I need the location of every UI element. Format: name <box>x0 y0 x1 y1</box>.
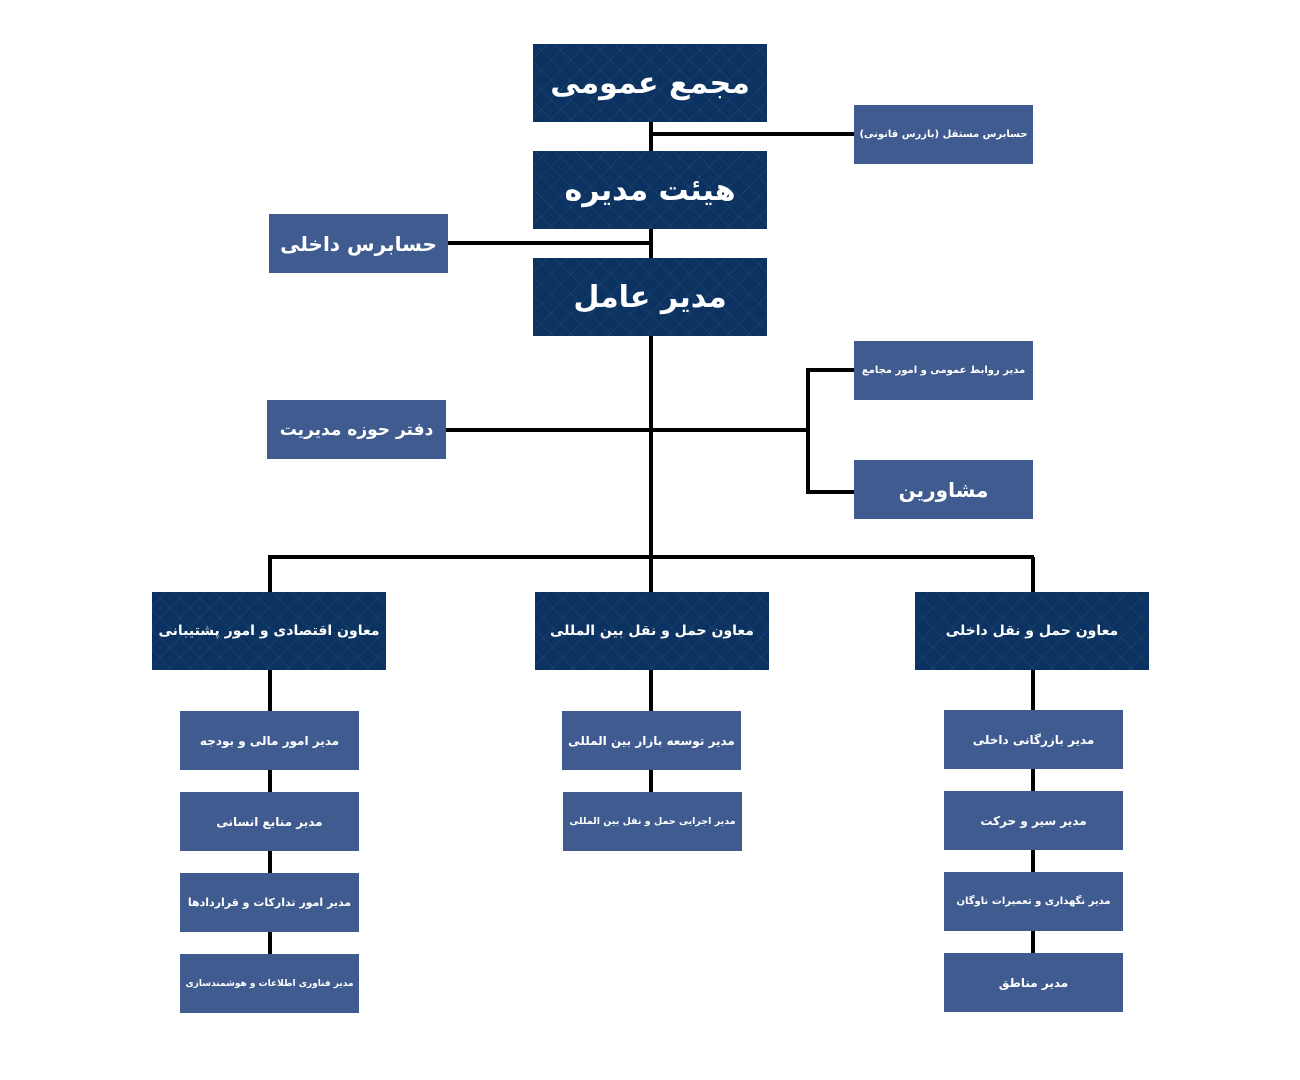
international-unit-box: مدیر اجرایی حمل و نقل بین المللی <box>563 792 742 851</box>
deputy-international-box: معاون حمل و نقل بین المللی <box>535 592 769 670</box>
ceo-label: مدیر عامل <box>573 279 727 315</box>
board-label: هیئت مدیره <box>564 172 736 208</box>
advisors-box: مشاورین <box>854 460 1033 519</box>
advisors-label: مشاورین <box>898 477 989 502</box>
economic-unit-box: مدیر امور تدارکات و قراردادها <box>180 873 359 932</box>
international-unit-label: مدیر اجرایی حمل و نقل بین المللی <box>569 816 736 827</box>
domestic-unit-box: مدیر سیر و حرکت <box>944 791 1123 850</box>
deputy-economic-label: معاون اقتصادی و امور پشتیبانی <box>158 623 380 639</box>
internal-auditor-label: حسابرس داخلی <box>280 231 437 256</box>
economic-unit-label: مدیر فناوری اطلاعات و هوشمندسازی <box>185 978 354 989</box>
independent-auditor-label: حسابرس مستقل (بازرس قانونی) <box>859 129 1028 140</box>
domestic-unit-box: مدیر بازرگانی داخلی <box>944 710 1123 769</box>
board-box: هیئت مدیره <box>533 151 767 229</box>
economic-unit-box: مدیر امور مالی و بودجه <box>180 711 359 770</box>
domestic-unit-label: مدیر نگهداری و تعمیرات ناوگان <box>956 896 1111 907</box>
domestic-unit-label: مدیر بازرگانی داخلی <box>972 732 1095 747</box>
economic-unit-label: مدیر امور تدارکات و قراردادها <box>187 896 352 909</box>
deputy-international-label: معاون حمل و نقل بین المللی <box>550 623 754 639</box>
international-unit-box: مدیر توسعه بازار بین المللی <box>562 711 741 770</box>
economic-unit-box: مدیر منابع انسانی <box>180 792 359 851</box>
connector-pr-advisors <box>806 368 854 494</box>
general-assembly-box: مجمع عمومی <box>533 44 767 122</box>
economic-unit-label: مدیر منابع انسانی <box>216 814 323 829</box>
domestic-unit-box: مدیر نگهداری و تعمیرات ناوگان <box>944 872 1123 931</box>
domestic-unit-label: مدیر سیر و حرکت <box>980 813 1087 828</box>
public-relations-label: مدیر روابط عمومی و امور مجامع <box>861 365 1026 376</box>
ceo-box: مدیر عامل <box>533 258 767 336</box>
international-unit-label: مدیر توسعه بازار بین المللی <box>568 733 735 748</box>
independent-auditor-box: حسابرس مستقل (بازرس قانونی) <box>854 105 1033 164</box>
domestic-unit-box: مدیر مناطق <box>944 953 1123 1012</box>
economic-unit-box: مدیر فناوری اطلاعات و هوشمندسازی <box>180 954 359 1013</box>
deputy-domestic-box: معاون حمل و نقل داخلی <box>915 592 1149 670</box>
public-relations-box: مدیر روابط عمومی و امور مجامع <box>854 341 1033 400</box>
management-office-label: دفتر حوزه مدیریت <box>279 419 434 440</box>
internal-auditor-box: حسابرس داخلی <box>269 214 448 273</box>
domestic-unit-label: مدیر مناطق <box>998 975 1069 990</box>
management-office-box: دفتر حوزه مدیریت <box>267 400 446 459</box>
deputy-economic-box: معاون اقتصادی و امور پشتیبانی <box>152 592 386 670</box>
general-assembly-label: مجمع عمومی <box>550 65 750 101</box>
deputy-domestic-label: معاون حمل و نقل داخلی <box>945 623 1119 639</box>
economic-unit-label: مدیر امور مالی و بودجه <box>199 733 340 748</box>
